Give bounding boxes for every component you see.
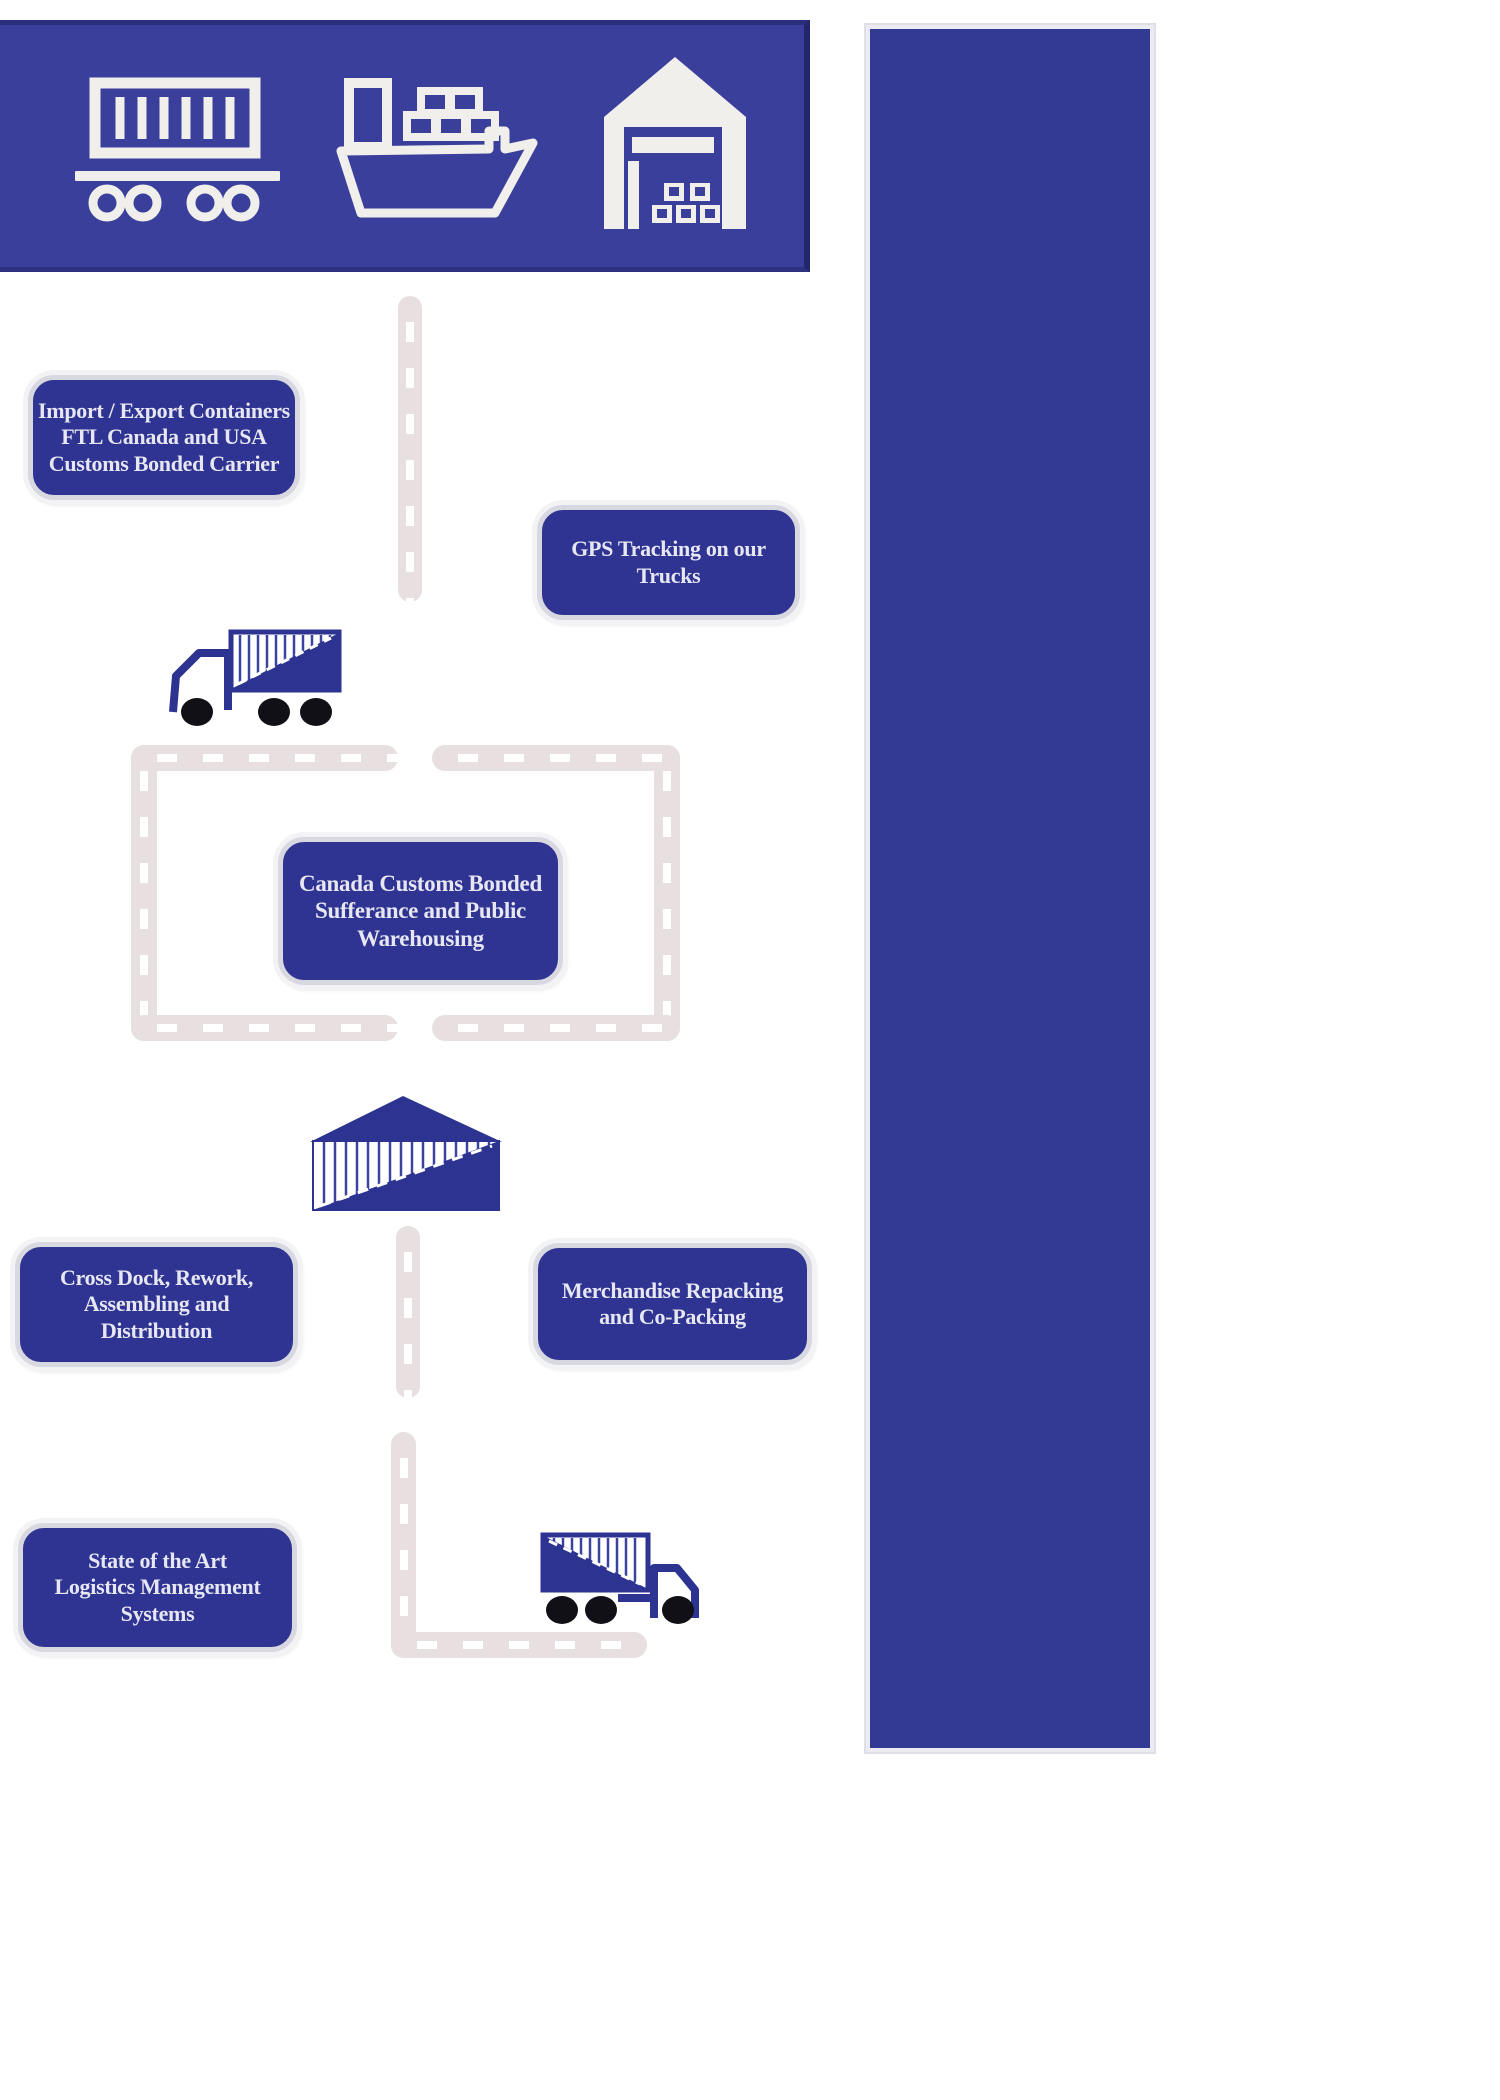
road-loop-bottom-left — [131, 1015, 398, 1041]
box-cross-dock-line1: Cross Dock, Rework, — [59, 1264, 254, 1290]
box-logistics-systems-line3: Systems — [120, 1600, 195, 1626]
box-import-export: Import / Export Containers FTL Canada an… — [28, 375, 300, 500]
truck-left-icon — [169, 629, 342, 726]
box-repacking: Merchandise Repacking and Co-Packing — [533, 1243, 812, 1365]
box-warehousing-line1: Canada Customs Bonded — [299, 870, 542, 896]
road-mid-vertical — [396, 1226, 420, 1398]
road-loop-left — [131, 745, 157, 1041]
rail-container-car-icon — [75, 77, 280, 222]
header-band — [0, 20, 810, 272]
road-top-vertical — [398, 296, 422, 602]
box-warehousing-line2: Sufferance and Public — [315, 898, 526, 924]
box-logistics-systems-line2: Logistics Management — [54, 1574, 261, 1600]
box-repacking-line2: and Co-Packing — [599, 1304, 746, 1329]
box-import-export-line2: FTL Canada and USA — [61, 424, 267, 450]
road-loop-top-left — [131, 745, 398, 771]
truck-right-icon — [540, 1532, 699, 1624]
warehouse-logo-icon — [310, 1096, 502, 1211]
box-warehousing-line3: Warehousing — [357, 925, 484, 951]
box-gps-tracking-line1: GPS Tracking on our — [571, 536, 766, 562]
road-loop-bottom-right — [432, 1015, 680, 1041]
box-repacking-line1: Merchandise Repacking — [561, 1277, 784, 1303]
box-cross-dock-line2: Assembling and — [83, 1291, 230, 1317]
box-import-export-line1: Import / Export Containers — [38, 397, 290, 423]
road-bottom-horizontal — [391, 1632, 647, 1658]
box-import-export-line3: Customs Bonded Carrier — [48, 450, 280, 476]
warehouse-building-icon — [604, 57, 746, 229]
box-logistics-systems-line1: State of the Art — [88, 1547, 227, 1573]
box-gps-tracking: GPS Tracking on our Trucks — [537, 505, 800, 620]
box-logistics-systems: State of the Art Logistics Management Sy… — [18, 1523, 297, 1652]
box-gps-tracking-line2: Trucks — [636, 562, 701, 588]
box-cross-dock-line3: Distribution — [100, 1317, 213, 1343]
box-cross-dock: Cross Dock, Rework, Assembling and Distr… — [15, 1242, 298, 1367]
road-loop-top-right — [432, 745, 680, 771]
cargo-ship-icon — [336, 78, 538, 218]
road-bottom-vertical — [391, 1432, 416, 1658]
road-loop-right — [654, 745, 680, 1041]
box-warehousing: Canada Customs Bonded Sufferance and Pub… — [278, 837, 563, 985]
right-blue-panel — [866, 25, 1154, 1752]
